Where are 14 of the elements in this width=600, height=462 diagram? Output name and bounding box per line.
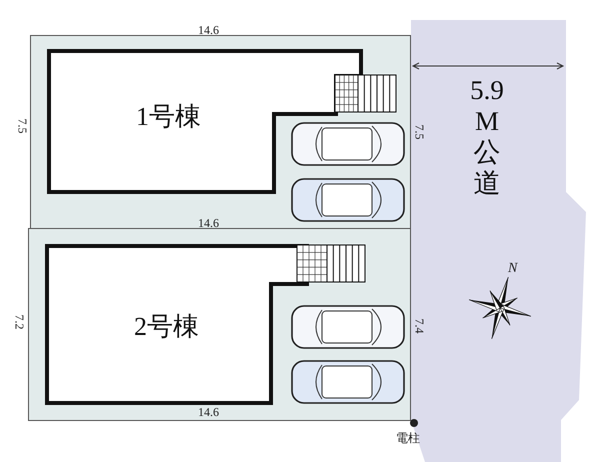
dimension-label: 14.6 (198, 24, 219, 36)
north-label: N (508, 262, 518, 276)
building-label: 1号棟 (136, 104, 201, 130)
dimension-label: 14.6 (198, 406, 219, 418)
dimension-label: 7.5 (16, 118, 28, 134)
dimension-label: 14.6 (198, 217, 219, 229)
building-label: 2号棟 (134, 314, 199, 340)
building-footprint (46, 245, 308, 403)
pole-label: 電柱 (396, 432, 420, 444)
road-label: 5.9 M 公道 (469, 75, 505, 200)
dimension-label: 7.4 (414, 318, 426, 334)
dimension-label: 7.5 (414, 124, 426, 140)
building-footprint (48, 50, 362, 192)
dimension-label: 7.2 (14, 314, 26, 330)
